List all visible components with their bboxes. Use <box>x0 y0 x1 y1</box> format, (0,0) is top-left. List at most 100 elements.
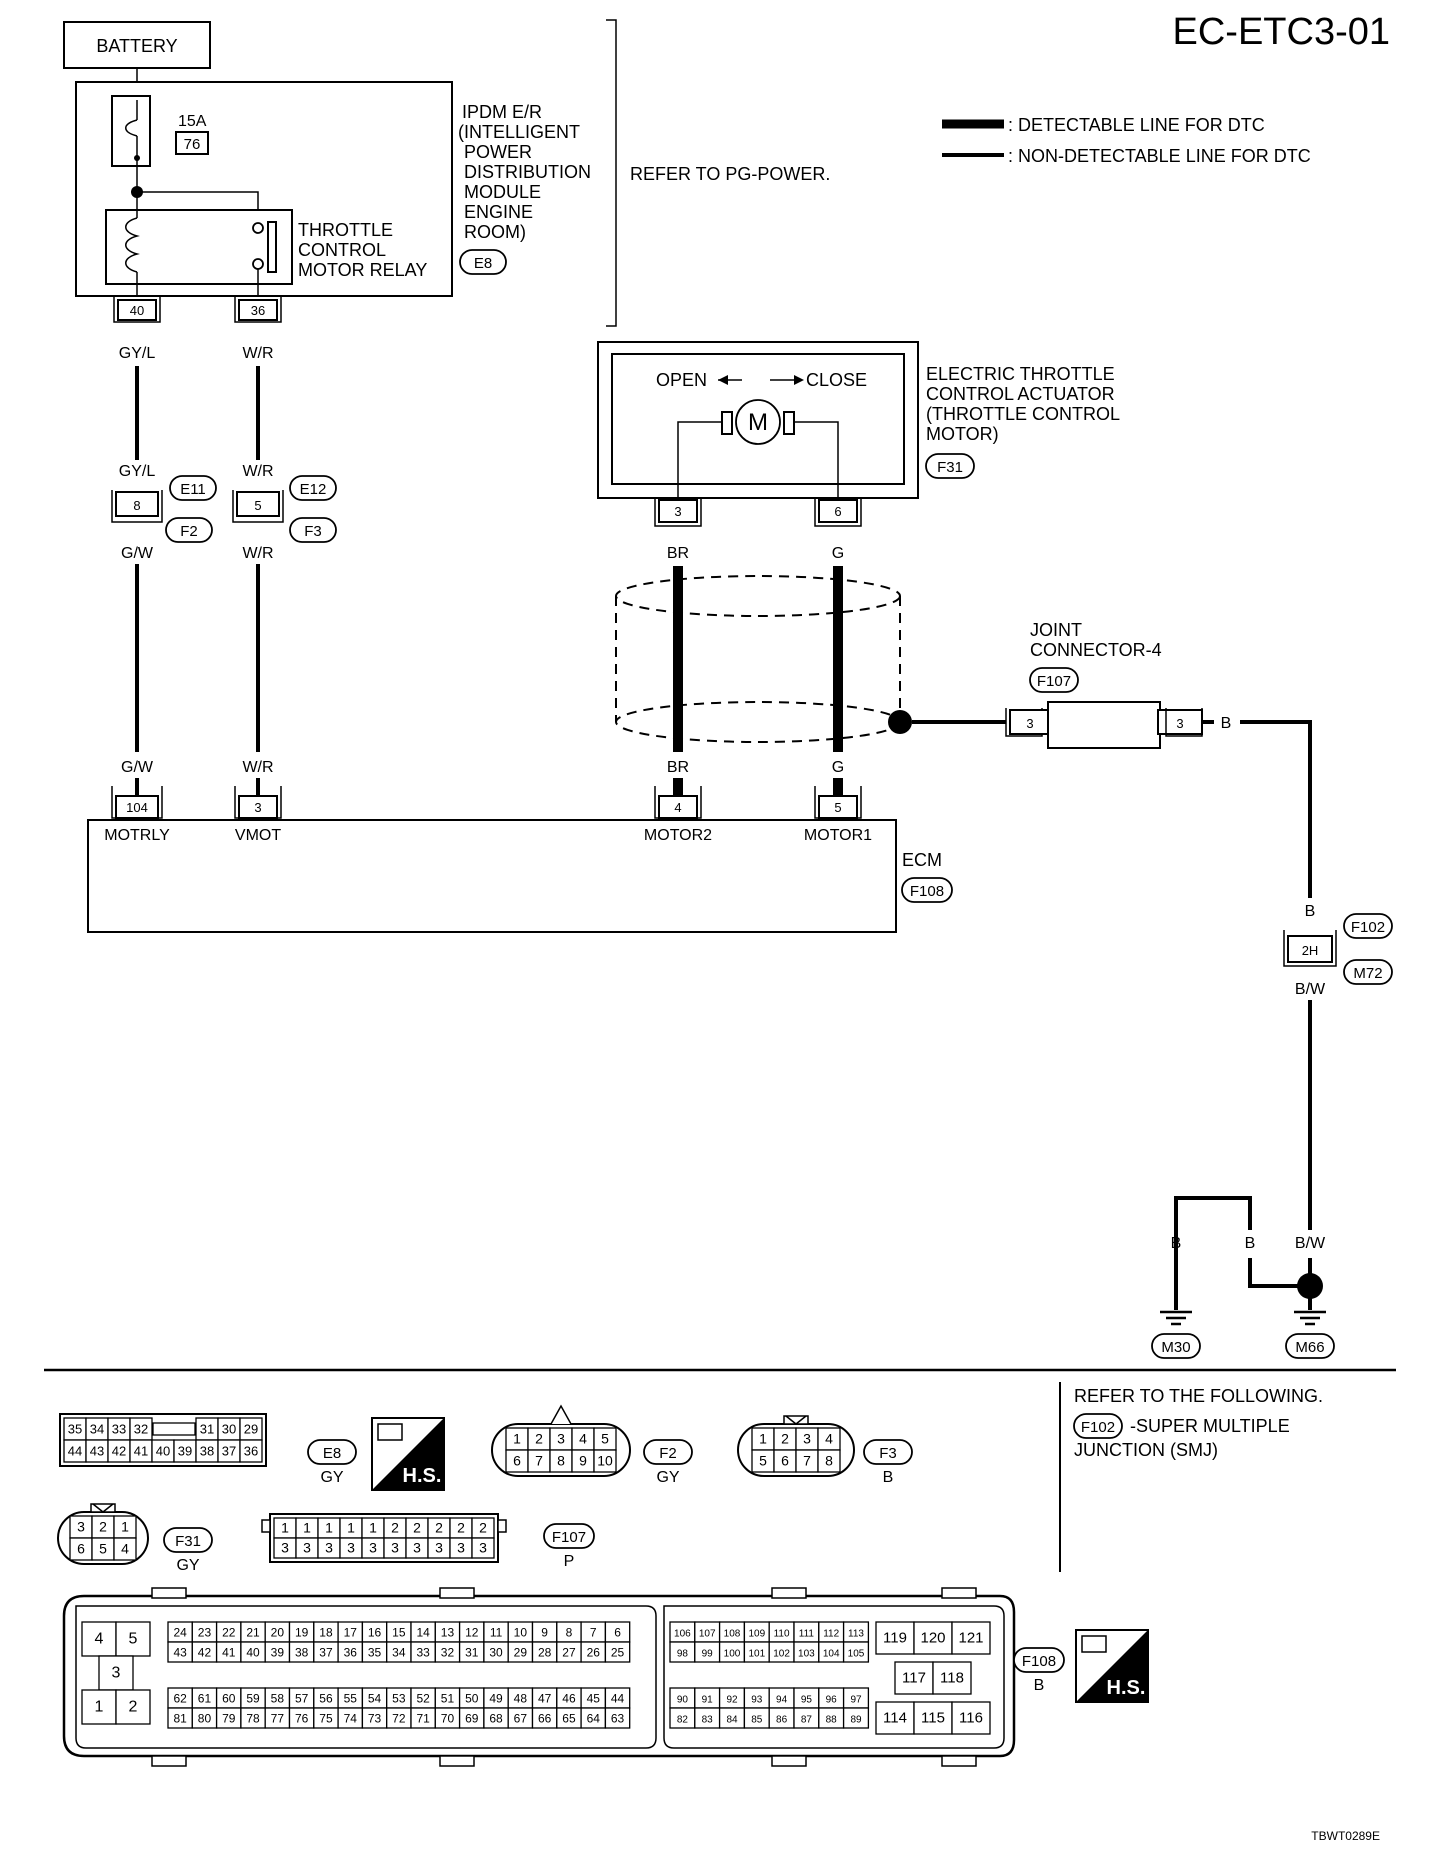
pin-label: 40 <box>156 1444 170 1459</box>
refer-pg-power: REFER TO PG-POWER. <box>630 164 830 184</box>
pin-label: 73 <box>368 1712 382 1726</box>
actuator-terminal-3: 3 <box>654 498 702 527</box>
ipdm-label: IPDM E/R (INTELLIGENT POWER DISTRIBUTION… <box>458 102 591 242</box>
pin-label: 121 <box>958 1630 983 1647</box>
svg-text:W/R: W/R <box>242 545 273 562</box>
pin-label: 53 <box>392 1692 406 1706</box>
actuator-label: ELECTRIC THROTTLE CONTROL ACTUATOR (THRO… <box>926 364 1120 444</box>
pin-label: 13 <box>441 1626 455 1640</box>
svg-text:W/R: W/R <box>242 463 273 480</box>
pin-label: 69 <box>465 1712 479 1726</box>
pin-label: 94 <box>776 1695 788 1706</box>
pin-label: 5 <box>129 1631 138 1648</box>
pin-label: 105 <box>848 1649 865 1660</box>
pin-label: 49 <box>489 1692 503 1706</box>
ground-icon <box>1160 1310 1192 1326</box>
connector-tag: F2 <box>659 1445 677 1462</box>
svg-text:36: 36 <box>251 303 265 318</box>
svg-text:F108: F108 <box>910 883 944 900</box>
pin-label: 3 <box>803 1431 811 1447</box>
pin-label: 5 <box>601 1431 609 1447</box>
svg-text:F107: F107 <box>1037 673 1071 690</box>
pin-label: 1 <box>95 1699 104 1716</box>
svg-text:MOTOR2: MOTOR2 <box>644 827 712 844</box>
pin-label: 42 <box>198 1646 212 1660</box>
pin-label: 9 <box>579 1453 587 1469</box>
pin-label: 106 <box>674 1629 691 1640</box>
svg-text:40: 40 <box>130 303 144 318</box>
ground-icon <box>1294 1310 1326 1326</box>
pin-label: 78 <box>246 1712 260 1726</box>
ipdm-terminal-36: 36 <box>234 296 282 323</box>
pin-label: 48 <box>514 1692 528 1706</box>
pin-label: 23 <box>198 1626 212 1640</box>
pin-label: 59 <box>246 1692 260 1706</box>
svg-text:ROOM): ROOM) <box>464 222 526 242</box>
pin-label: 116 <box>959 1710 983 1727</box>
svg-text:G: G <box>832 545 844 562</box>
battery-label: BATTERY <box>96 36 177 56</box>
pin-label: 50 <box>465 1692 479 1706</box>
page-title: EC-ETC3-01 <box>1173 11 1391 53</box>
pin-label: 57 <box>295 1692 309 1706</box>
pin-label: 1 <box>121 1519 129 1535</box>
relay-box <box>105 209 293 285</box>
pin-label: 100 <box>724 1649 741 1660</box>
pin-label: 1 <box>303 1520 311 1536</box>
pin-label: 99 <box>702 1649 714 1660</box>
pin-label: 7 <box>803 1453 811 1469</box>
pin-label: 103 <box>798 1649 815 1660</box>
connector-color: GY <box>656 1469 679 1486</box>
joint-connector-4-label: JOINT CONNECTOR-4 <box>1030 620 1162 660</box>
pin-label: 2 <box>129 1699 138 1716</box>
ecm-box <box>87 819 897 933</box>
connector-e11-f2: 8 <box>111 490 163 523</box>
pin-label: 18 <box>319 1626 333 1640</box>
pin-label: 87 <box>801 1715 813 1726</box>
pin-label: 34 <box>392 1646 406 1660</box>
pin-label: 2 <box>413 1520 421 1536</box>
svg-text:W/R: W/R <box>242 345 273 362</box>
svg-text:G/W: G/W <box>121 759 154 776</box>
hs-connector-icon <box>1081 1635 1107 1653</box>
connector-color: P <box>564 1553 575 1570</box>
connector-color: GY <box>176 1557 199 1574</box>
pin-label: 93 <box>751 1695 763 1706</box>
svg-text:JOINT: JOINT <box>1030 620 1082 640</box>
fuse-rating: 15A <box>178 113 207 130</box>
pin-label: 97 <box>850 1695 862 1706</box>
svg-text:(THROTTLE CONTROL: (THROTTLE CONTROL <box>926 404 1120 424</box>
pin-label: 3 <box>391 1540 399 1556</box>
pin-label: 6 <box>781 1453 789 1469</box>
pin-label: 28 <box>538 1646 552 1660</box>
connector-tag: F107 <box>552 1529 586 1546</box>
fuse-body <box>111 95 151 167</box>
pin-label: 3 <box>413 1540 421 1556</box>
motor-icon <box>735 399 781 445</box>
svg-text:3: 3 <box>254 800 261 815</box>
pin-label: 33 <box>416 1646 430 1660</box>
pin-label: 64 <box>587 1712 601 1726</box>
svg-text:MOTRLY: MOTRLY <box>104 827 170 844</box>
svg-text:CONTROL: CONTROL <box>298 240 386 260</box>
pin-label: 74 <box>344 1712 358 1726</box>
pin-label: 56 <box>319 1692 333 1706</box>
relay-contact-icon <box>267 221 277 273</box>
connector-e12-f3: 5 <box>232 490 284 523</box>
legend-non-detectable: : NON-DETECTABLE LINE FOR DTC <box>1008 146 1311 166</box>
pin-label: 32 <box>134 1422 148 1437</box>
svg-text:M66: M66 <box>1295 1339 1324 1356</box>
svg-text:F31: F31 <box>937 459 963 476</box>
pin-label: 111 <box>799 1629 815 1640</box>
smj-connector: 2H <box>1283 930 1337 967</box>
connector-color: B <box>883 1469 894 1486</box>
pin-label: 1 <box>325 1520 333 1536</box>
hs-connector-icon <box>377 1423 403 1441</box>
pin-label: 5 <box>99 1541 107 1557</box>
pin-label: 24 <box>173 1626 187 1640</box>
pin-label: 6 <box>513 1453 521 1469</box>
pin-label: 88 <box>826 1715 838 1726</box>
pin-label: 58 <box>271 1692 285 1706</box>
